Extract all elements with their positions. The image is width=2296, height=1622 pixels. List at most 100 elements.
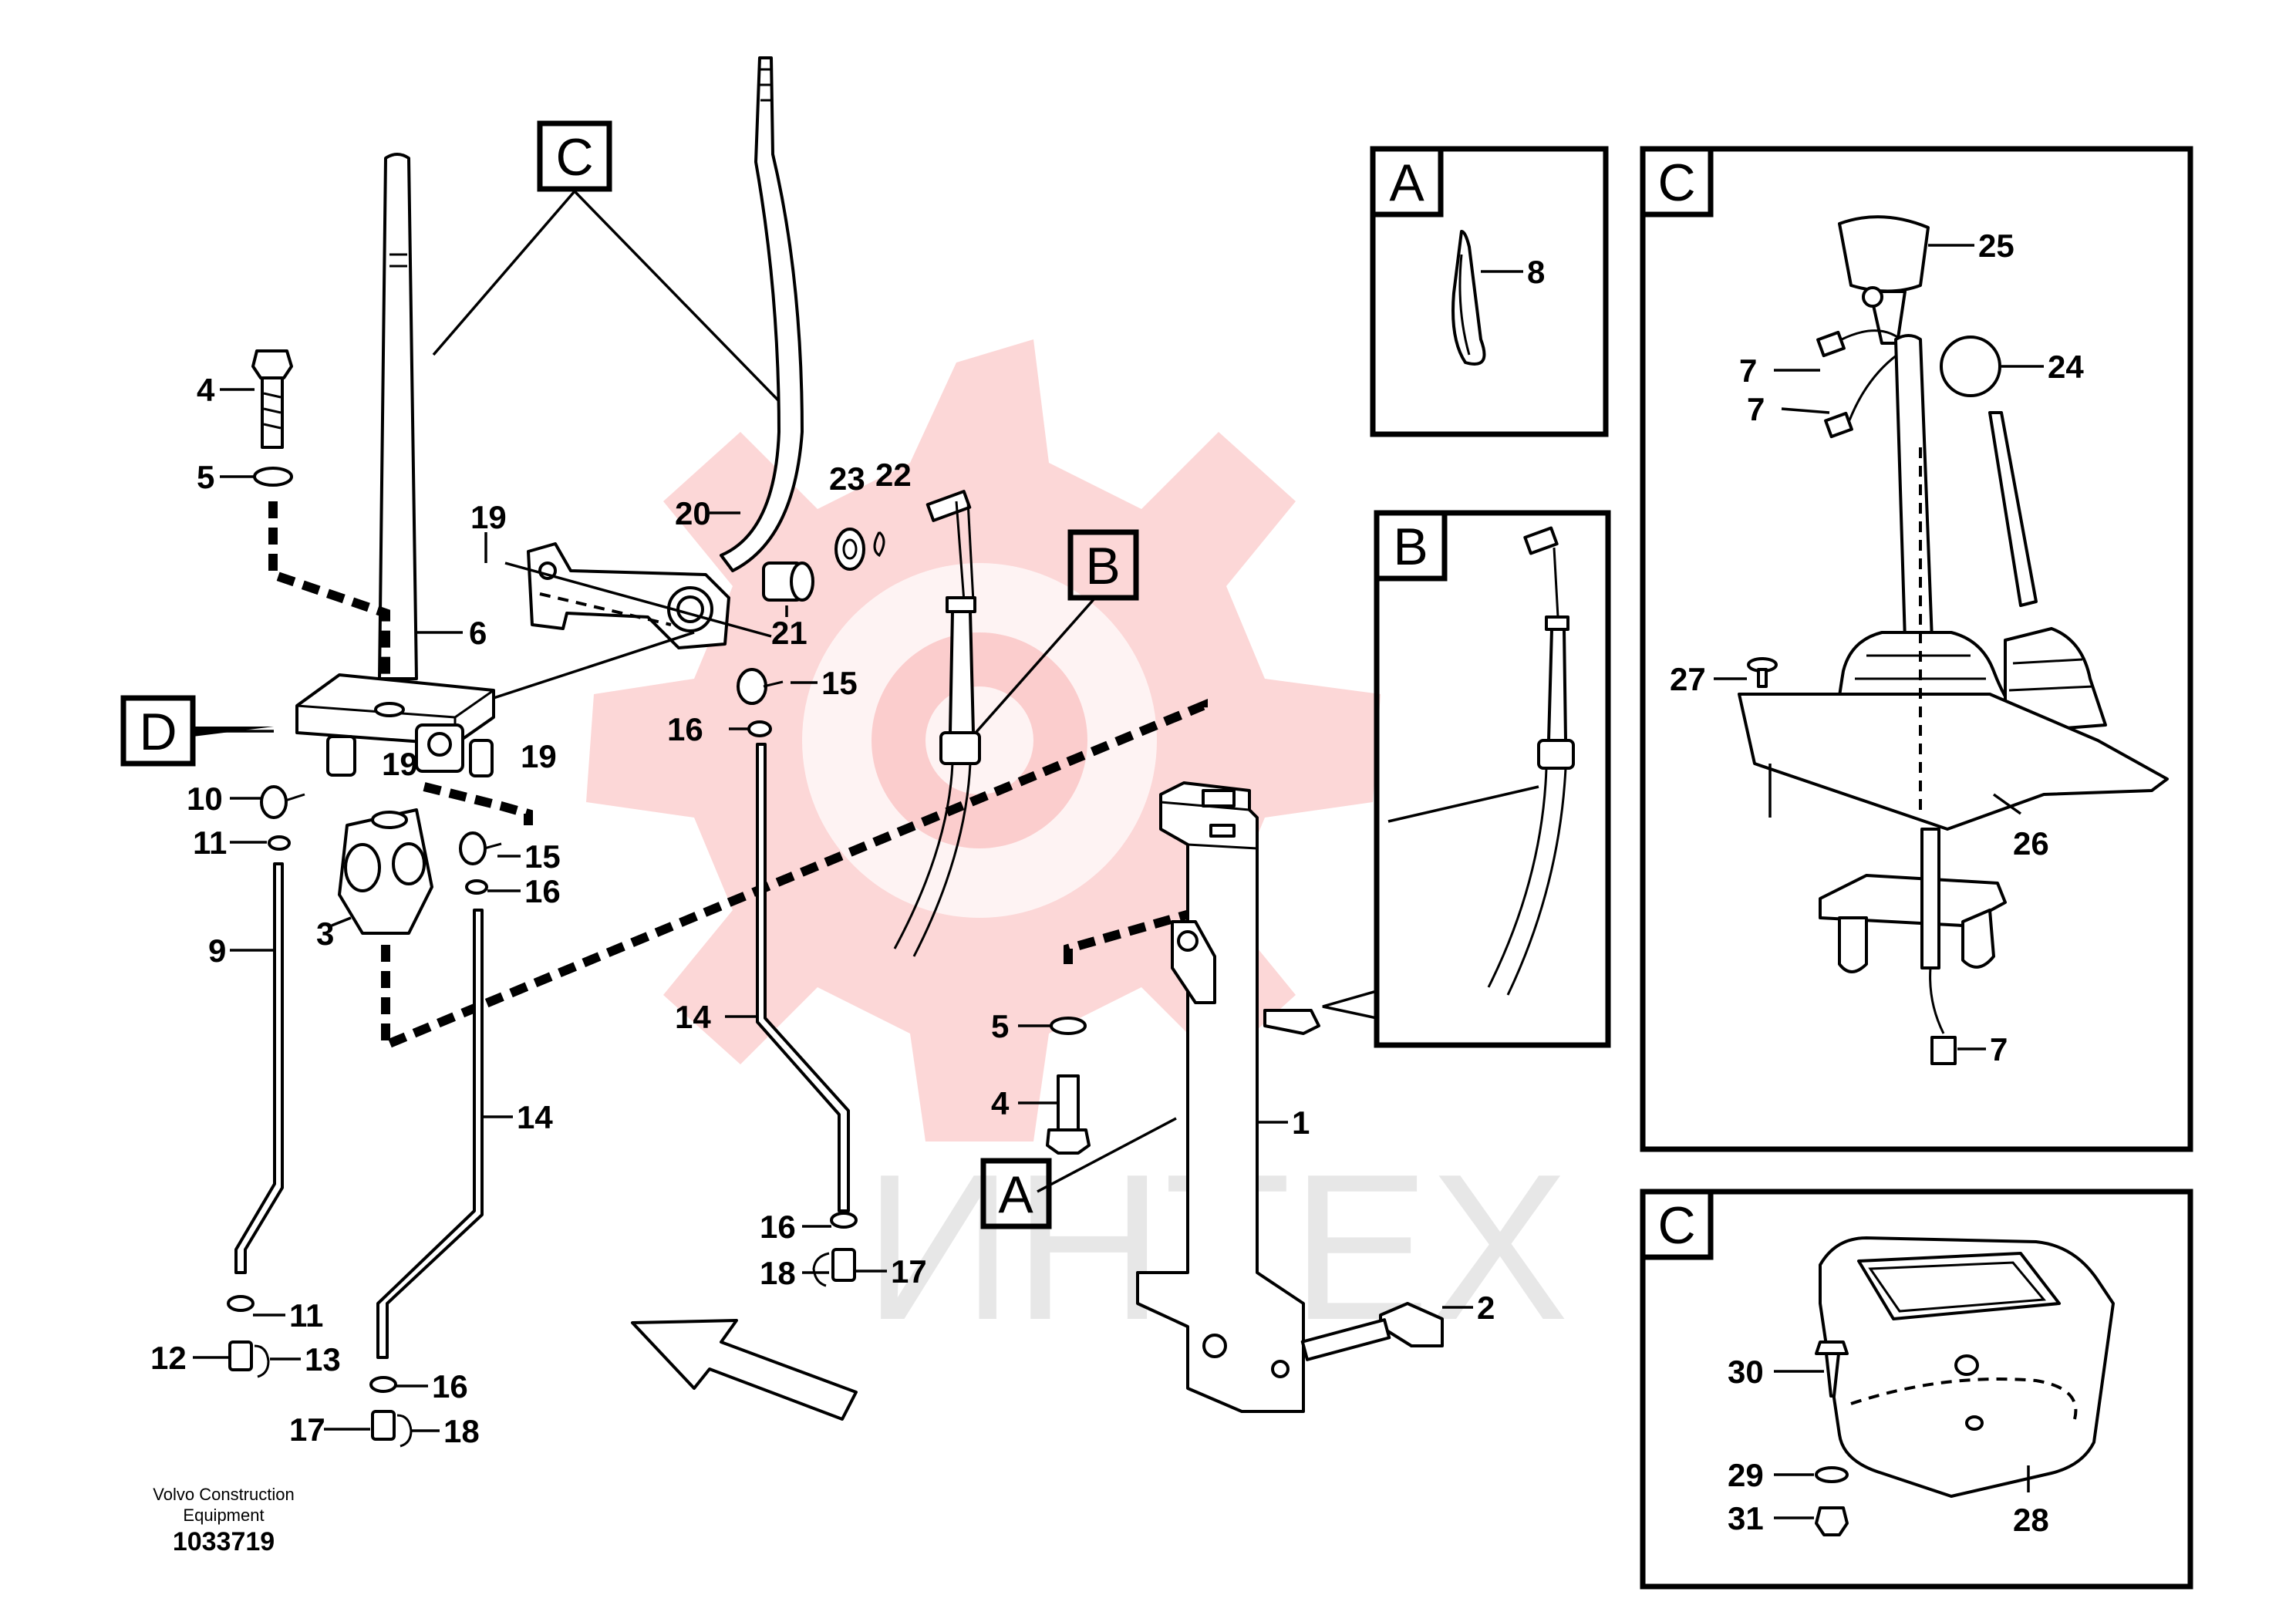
callout-17: 17 xyxy=(891,1253,927,1290)
callout-2: 2 xyxy=(1477,1290,1495,1326)
hidden-line xyxy=(539,592,672,626)
callout-leaders xyxy=(193,388,1473,1432)
callout-31: 31 xyxy=(1728,1500,1764,1536)
nut-11-top xyxy=(268,835,291,851)
lower-bracket xyxy=(1819,828,2007,973)
svg-text:C: C xyxy=(555,128,593,187)
lever-rod-right xyxy=(720,56,804,572)
svg-text:A: A xyxy=(998,1165,1033,1224)
clevis-group-left xyxy=(227,1295,270,1378)
callout-5: 5 xyxy=(991,1008,1009,1044)
clevis-group-right xyxy=(812,1212,858,1287)
callout-15: 15 xyxy=(821,665,858,701)
screw-30 xyxy=(1815,1340,1849,1398)
callout-14: 14 xyxy=(517,1099,553,1135)
footer-drawing-number: 1033719 xyxy=(173,1527,275,1556)
svg-text:B: B xyxy=(1085,537,1120,595)
callout-22: 22 xyxy=(875,457,912,493)
washer-23 xyxy=(834,528,865,571)
wire-7-bottom xyxy=(1929,967,1945,1034)
callout-18: 18 xyxy=(443,1413,480,1449)
inset-c-lever: C 25 24 7 7 xyxy=(1640,146,2193,1152)
callout-4: 4 xyxy=(197,372,215,408)
support-column xyxy=(1136,781,1320,1413)
bolt-2 xyxy=(1300,1302,1444,1361)
leader-b xyxy=(974,596,1097,734)
cable-main xyxy=(893,596,981,957)
dash-line-main xyxy=(381,699,1208,1052)
circlip-22 xyxy=(873,531,885,558)
console-cover-28 xyxy=(1819,1236,2115,1498)
connector-7-bottom xyxy=(1930,1036,1957,1065)
washer-29 xyxy=(1815,1466,1849,1483)
callout-11: 11 xyxy=(289,1297,323,1334)
cable-end-top xyxy=(925,490,975,602)
callout-16: 16 xyxy=(524,873,561,909)
lever-shaft-main xyxy=(1894,334,1934,642)
callout-28: 28 xyxy=(2013,1502,2049,1538)
washer-5-center xyxy=(1050,1017,1087,1035)
callout-7: 7 xyxy=(1747,391,1765,427)
pivot-bracket xyxy=(326,723,494,777)
screw-27 xyxy=(1747,657,1778,688)
ball-joint-15-top xyxy=(737,668,784,705)
callout-19: 19 xyxy=(521,738,557,774)
callout-27: 27 xyxy=(1670,661,1706,697)
callout-11: 11 xyxy=(193,824,227,861)
inset-a: A 8 xyxy=(1370,146,1609,437)
alignment-line xyxy=(504,561,772,638)
box-c-main: C xyxy=(537,120,612,192)
bolt-4-center xyxy=(1046,1074,1091,1155)
rod-9 xyxy=(234,862,284,1274)
callout-18: 18 xyxy=(760,1255,796,1291)
lever-shaft-secondary xyxy=(1988,411,2038,607)
callout-numbers-main: 4 5 19 6 19 19 10 11 9 3 11 12 13 16 17 … xyxy=(150,372,1495,1449)
svg-text:D: D xyxy=(139,703,177,761)
callout-23: 23 xyxy=(829,460,865,497)
box-d-main: D xyxy=(120,695,196,767)
direction-arrow xyxy=(631,1319,858,1421)
callout-20: 20 xyxy=(675,495,711,531)
callout-6: 6 xyxy=(469,615,487,651)
leader-c-left xyxy=(432,190,576,356)
ball-24 xyxy=(1940,336,2001,397)
rod-14-right xyxy=(756,743,850,1212)
alignment-line-2 xyxy=(493,631,695,700)
callout-7: 7 xyxy=(1739,352,1757,389)
inset-b-pointer xyxy=(1322,990,1377,1020)
callout-16: 16 xyxy=(667,711,703,747)
gear-knob-25 xyxy=(1838,215,1930,345)
callout-19: 19 xyxy=(470,499,507,535)
callout-25: 25 xyxy=(1978,228,2014,264)
callout-9: 9 xyxy=(208,932,226,969)
callout-15: 15 xyxy=(524,838,561,875)
box-a-main: A xyxy=(980,1158,1052,1229)
rod-14-left xyxy=(376,909,484,1359)
callout-10: 10 xyxy=(187,781,223,817)
cover-plate-26 xyxy=(1738,693,2169,831)
connectors-7-top xyxy=(1816,329,1907,439)
bolt-4-top xyxy=(251,349,293,449)
callout-16: 16 xyxy=(432,1368,468,1404)
callout-8: 8 xyxy=(1527,254,1545,290)
callout-14: 14 xyxy=(675,999,711,1035)
callout-19: 19 xyxy=(382,746,418,782)
nut-31 xyxy=(1815,1506,1849,1536)
svg-text:C: C xyxy=(1657,1196,1695,1255)
washer-23-hole xyxy=(842,538,858,560)
callout-3: 3 xyxy=(316,916,334,952)
dash-line-bolt xyxy=(268,501,390,679)
callout-1: 1 xyxy=(1292,1104,1310,1141)
callout-30: 30 xyxy=(1728,1354,1764,1390)
svg-text:B: B xyxy=(1393,518,1428,576)
callout-16: 16 xyxy=(760,1209,796,1245)
callout-21: 21 xyxy=(771,615,807,651)
bushing-21 xyxy=(762,561,814,602)
footer-company-2: Equipment xyxy=(183,1506,264,1525)
footer-company: Volvo Construction xyxy=(153,1485,294,1504)
ball-joint-15-mid xyxy=(459,831,502,865)
callout-24: 24 xyxy=(2048,349,2084,385)
inset-c-cover: C 28 30 29 31 xyxy=(1640,1189,2193,1590)
inset-b: B xyxy=(1374,510,1611,1048)
box-b-main: B xyxy=(1067,529,1139,601)
